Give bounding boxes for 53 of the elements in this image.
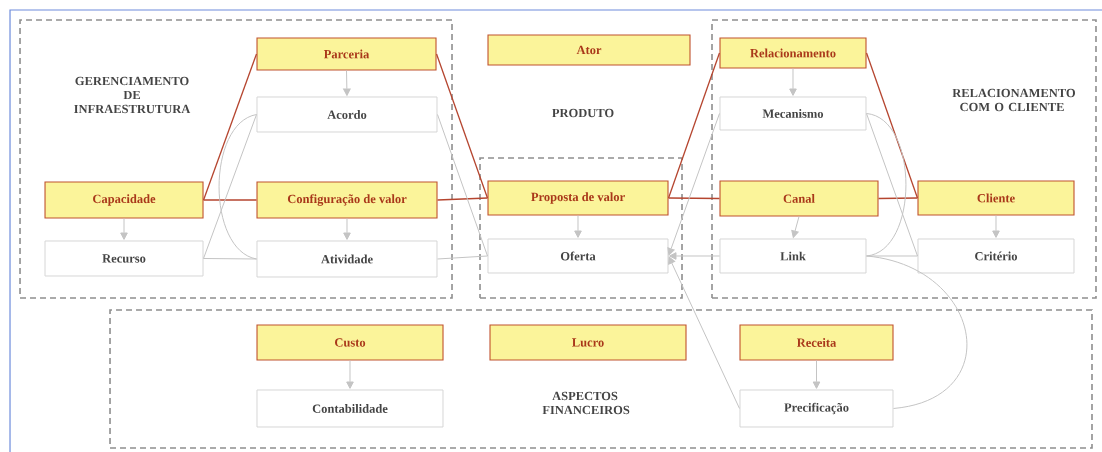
element-box: Acordo [256, 96, 438, 133]
connector-line [865, 52, 919, 199]
connector-line [667, 197, 721, 200]
arrow [812, 360, 821, 389]
arrow [120, 218, 128, 240]
arrow [669, 252, 720, 260]
connector-line [203, 114, 257, 259]
connector-line [667, 52, 721, 199]
element-box: Mecanismo [719, 96, 867, 131]
concept-box: Relacionamento [719, 37, 867, 69]
connector-line [866, 113, 907, 257]
concept-box: Receita [739, 324, 894, 361]
concept-box: Lucro [489, 324, 687, 361]
region-heading: PRODUTO [552, 108, 614, 118]
concept-box: Capacidade [44, 181, 204, 219]
element-box: Atividade [256, 240, 438, 278]
element-box: Link [719, 238, 867, 274]
arrow [992, 215, 1000, 238]
connector-line [203, 258, 257, 260]
arrow [343, 70, 351, 96]
concept-box: Custo [256, 324, 444, 361]
region-heading: RELACIONAMENTO COM O CLIENTE [952, 88, 1075, 112]
connector-line [877, 197, 919, 200]
arrow [789, 68, 797, 96]
connector-line [218, 114, 257, 260]
arrow [343, 218, 351, 240]
connector-line [202, 199, 258, 201]
arrow [574, 215, 582, 238]
connector-line [202, 53, 258, 201]
concept-box: Proposta de valor [487, 180, 669, 216]
region-heading: ASPECTOS FINANCEIROS [542, 391, 630, 415]
element-box: Critério [917, 238, 1075, 274]
connector-line [436, 197, 489, 201]
concept-box: Canal [719, 180, 879, 217]
connector-line [866, 255, 968, 409]
connector-line [435, 53, 489, 199]
connector-line [437, 255, 488, 260]
concept-box: Parceria [256, 37, 437, 71]
region-heading: GERENCIAMENTO DE INFRAESTRUTURA [74, 76, 191, 114]
arrow [346, 360, 354, 389]
arrow [668, 256, 740, 409]
connector-line [866, 113, 918, 257]
connector-line [437, 114, 488, 257]
element-box: Oferta [487, 238, 669, 274]
arrow [791, 216, 800, 238]
arrow [667, 113, 720, 256]
concept-box: Ator [487, 34, 691, 66]
element-box: Precificação [739, 389, 894, 428]
element-box: Contabilidade [256, 389, 444, 428]
concept-box: Configuração de valor [256, 181, 438, 219]
concept-box: Cliente [917, 180, 1075, 216]
element-box: Recurso [44, 240, 204, 277]
connector-line [866, 255, 918, 257]
